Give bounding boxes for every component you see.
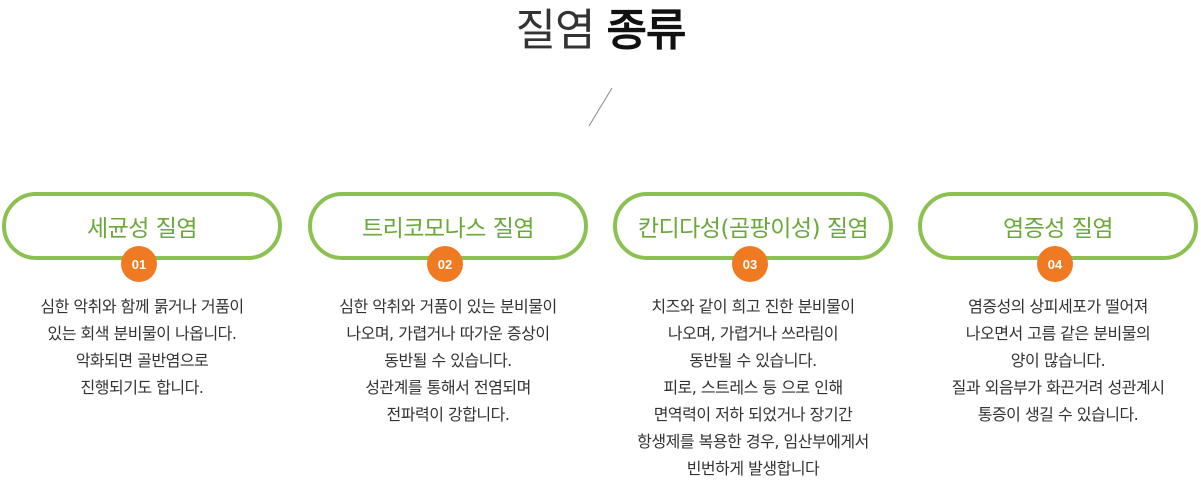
description-line: 양이 많습니다. bbox=[1010, 351, 1106, 370]
description-line: 있는 회색 분비물이 나옵니다. bbox=[47, 324, 237, 343]
card-number-badge: 01 bbox=[121, 246, 157, 282]
card-number-badge: 02 bbox=[427, 246, 463, 282]
description-line: 빈번하게 발생합니다 bbox=[686, 459, 820, 478]
card-description: 염증성의 상피세포가 떨어져 나오면서 고름 같은 분비물의 양이 많습니다. … bbox=[918, 293, 1198, 428]
description-line: 심한 악취와 함께 묽거나 거품이 bbox=[40, 297, 244, 316]
description-line: 나오면서 고름 같은 분비물의 bbox=[965, 324, 1151, 343]
page-title-bold: 종류 bbox=[606, 5, 687, 56]
card-description: 심한 악취와 거품이 있는 분비물이 나오며, 가렵거나 따가운 증상이 동반될… bbox=[308, 293, 588, 428]
card-title: 염증성 질염 bbox=[1002, 216, 1114, 242]
description-line: 진행되기도 합니다. bbox=[80, 378, 204, 397]
description-line: 악화되면 골반염으로 bbox=[75, 351, 209, 370]
card-number-badge: 03 bbox=[732, 246, 768, 282]
description-line: 염증성의 상피세포가 떨어져 bbox=[968, 297, 1148, 316]
description-line: 심한 악취와 거품이 있는 분비물이 bbox=[339, 297, 557, 316]
description-line: 질과 외음부가 화끈거려 성관계시 bbox=[951, 378, 1165, 397]
page-title-light: 질염 bbox=[515, 5, 596, 56]
card-title: 세균성 질염 bbox=[86, 216, 198, 242]
description-line: 면역력이 저하 되었거나 장기간 bbox=[653, 405, 853, 424]
card-number-badge: 04 bbox=[1037, 246, 1073, 282]
card-description: 심한 악취와 함께 묽거나 거품이 있는 회색 분비물이 나옵니다. 악화되면 … bbox=[2, 293, 282, 401]
description-line: 치즈와 같이 희고 진한 분비물이 bbox=[651, 297, 855, 316]
description-line: 통증이 생길 수 있습니다. bbox=[977, 405, 1139, 424]
description-line: 동반될 수 있습니다. bbox=[384, 351, 512, 370]
card-title: 칸디다성(곰팡이성) 질염 bbox=[637, 216, 869, 242]
description-line: 나오며, 가렵거나 쓰라림이 bbox=[667, 324, 839, 343]
card-candida: 칸디다성(곰팡이성) 질염 03 치즈와 같이 희고 진한 분비물이 나오며, … bbox=[613, 192, 893, 482]
card-title: 트리코모나스 질염 bbox=[361, 216, 535, 242]
card-description: 치즈와 같이 희고 진한 분비물이 나오며, 가렵거나 쓰라림이 동반될 수 있… bbox=[613, 293, 893, 482]
card-bacterial: 세균성 질염 01 심한 악취와 함께 묽거나 거품이 있는 회색 분비물이 나… bbox=[2, 192, 282, 482]
description-line: 성관계를 통해서 전염되며 bbox=[365, 378, 531, 397]
slash-divider bbox=[588, 87, 613, 127]
description-line: 동반될 수 있습니다. bbox=[689, 351, 817, 370]
description-line: 나오며, 가렵거나 따가운 증상이 bbox=[346, 324, 550, 343]
description-line: 전파력이 강합니다. bbox=[386, 405, 510, 424]
description-line: 피로, 스트레스 등 으로 인해 bbox=[663, 378, 843, 397]
card-trichomonas: 트리코모나스 질염 02 심한 악취와 거품이 있는 분비물이 나오며, 가렵거… bbox=[308, 192, 588, 482]
description-line: 항생제를 복용한 경우, 임산부에게서 bbox=[637, 432, 869, 451]
card-inflammatory: 염증성 질염 04 염증성의 상피세포가 떨어져 나오면서 고름 같은 분비물의… bbox=[918, 192, 1198, 482]
